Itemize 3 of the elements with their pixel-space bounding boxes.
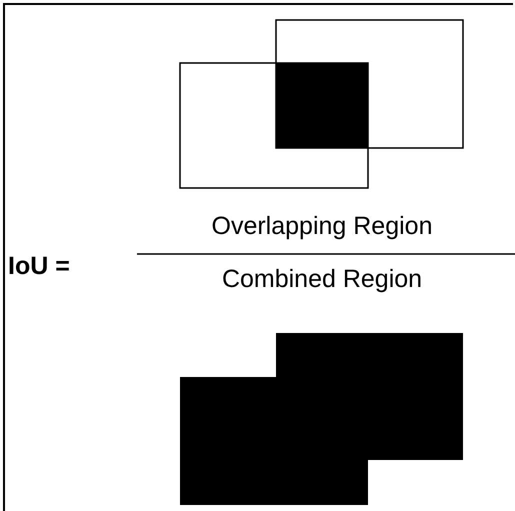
denominator-label: Combined Region: [222, 265, 422, 294]
numerator-label: Overlapping Region: [212, 212, 432, 241]
formula-label: IoU =: [8, 252, 70, 281]
